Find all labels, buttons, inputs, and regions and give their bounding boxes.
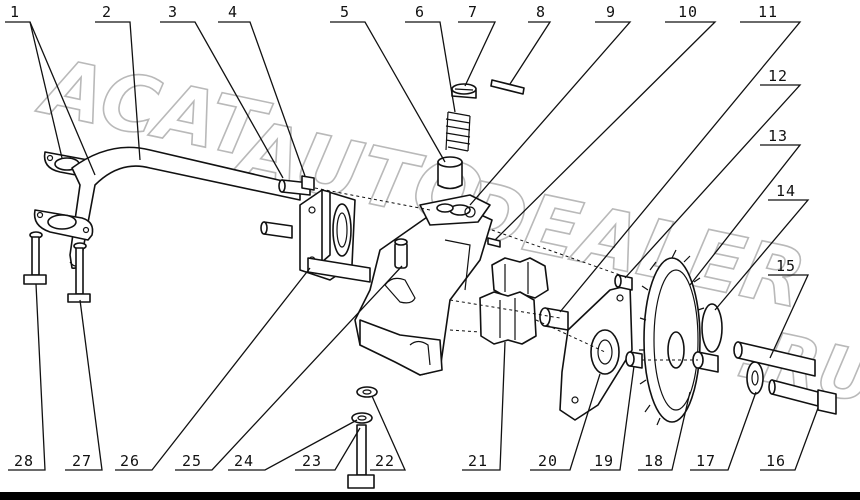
part-bolt-16 — [768, 379, 837, 415]
callout-7: 7 — [468, 3, 478, 21]
callout-1: 1 — [10, 3, 20, 21]
callout-labels: 1 2 3 4 5 6 7 8 9 10 11 12 13 14 15 16 1… — [10, 3, 796, 470]
callout-9: 9 — [606, 3, 616, 21]
part-dowel-pin-lower — [260, 221, 293, 239]
callout-27: 27 — [72, 452, 92, 470]
callout-leaders — [5, 21, 819, 471]
callout-17: 17 — [696, 452, 716, 470]
callout-13: 13 — [768, 127, 788, 145]
callout-24: 24 — [234, 452, 254, 470]
part-thrust-washer — [746, 361, 764, 395]
part-flange-lower — [33, 209, 94, 241]
bottom-border — [0, 492, 860, 500]
part-spacer — [625, 351, 643, 369]
callout-28: 28 — [14, 452, 34, 470]
part-idler-gear — [692, 303, 723, 373]
part-bolt-27 — [67, 242, 91, 303]
part-valve-piston — [437, 156, 463, 190]
assembly-guidelines — [314, 187, 698, 361]
part-spring-cap — [451, 83, 477, 99]
part-spring — [445, 111, 471, 152]
part-gear-set — [479, 257, 549, 345]
callout-5: 5 — [340, 3, 350, 21]
callout-22: 22 — [375, 452, 395, 470]
callout-6: 6 — [415, 3, 425, 21]
part-bolt-28 — [23, 231, 47, 285]
callout-10: 10 — [678, 3, 698, 21]
part-small-bushing — [614, 274, 633, 291]
part-shaft-15 — [733, 341, 816, 377]
callout-18: 18 — [644, 452, 664, 470]
part-driven-gear — [639, 249, 705, 426]
part-pin-10 — [487, 237, 501, 248]
callout-16: 16 — [766, 452, 786, 470]
callout-21: 21 — [468, 452, 488, 470]
callout-12: 12 — [768, 67, 788, 85]
callout-23: 23 — [302, 452, 322, 470]
callout-15: 15 — [776, 257, 796, 275]
callout-25: 25 — [182, 452, 202, 470]
part-shaft-lower — [307, 257, 371, 283]
part-cover-plate — [299, 189, 356, 281]
callout-4: 4 — [228, 3, 238, 21]
callout-3: 3 — [168, 3, 178, 21]
callout-19: 19 — [594, 452, 614, 470]
callout-26: 26 — [120, 452, 140, 470]
part-rear-cover — [559, 284, 633, 421]
part-cotter-pin — [490, 79, 525, 95]
part-bolt-23 — [347, 424, 375, 489]
callout-20: 20 — [538, 452, 558, 470]
callout-11: 11 — [758, 3, 778, 21]
part-bushing — [539, 307, 569, 331]
callout-14: 14 — [776, 182, 796, 200]
part-washer-22 — [356, 386, 378, 398]
callout-2: 2 — [102, 3, 112, 21]
callout-8: 8 — [536, 3, 546, 21]
part-pin-4 — [301, 175, 315, 191]
